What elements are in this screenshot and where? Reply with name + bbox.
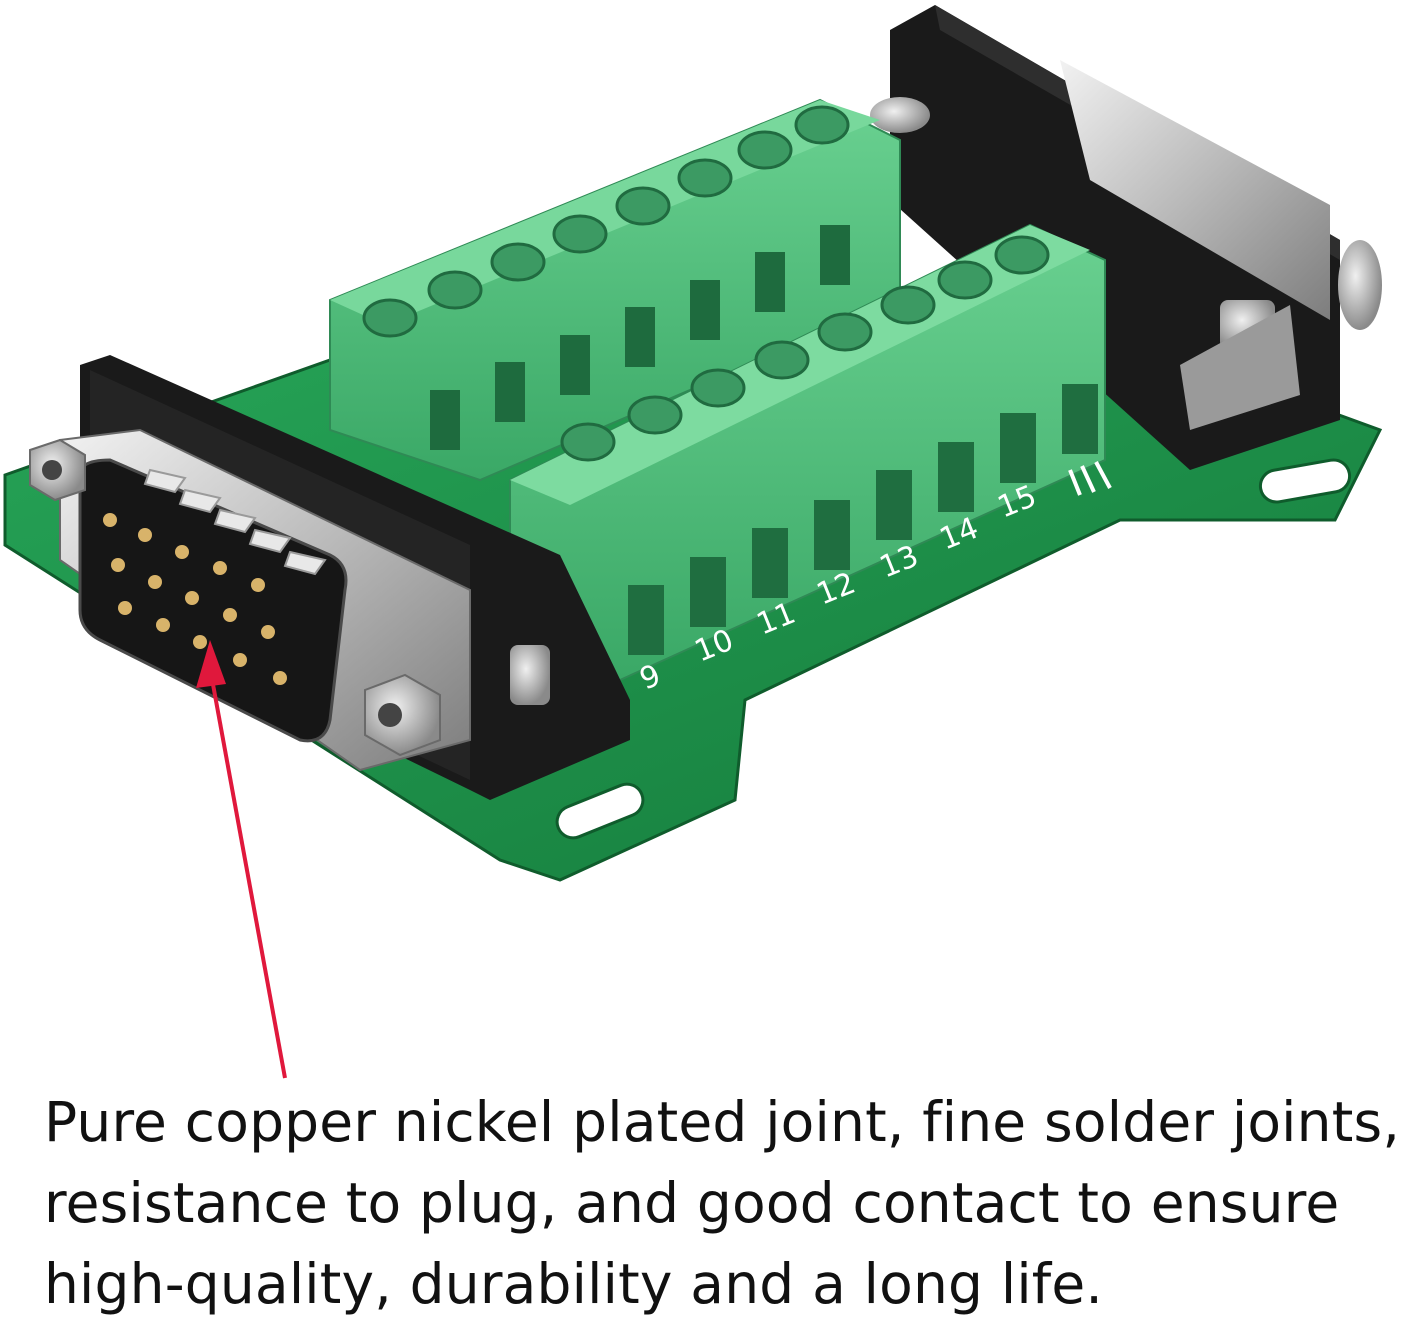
- female-db15-connector: [870, 5, 1382, 470]
- mounting-slot: [555, 782, 645, 840]
- caption-text: Pure copper nickel plated joint, fine so…: [44, 1082, 1414, 1325]
- caption-line-3: high-quality, durability and a long life…: [44, 1252, 1104, 1316]
- terminal-block-front-row: [509, 223, 1106, 681]
- gold-pins: [103, 513, 287, 685]
- ground-symbol: [1068, 461, 1112, 496]
- male-db15-connector: [29, 355, 630, 800]
- terminal-block-back-row: [329, 98, 901, 482]
- caption-line-1: Pure copper nickel plated joint, fine so…: [44, 1090, 1401, 1154]
- mounting-slot: [1258, 458, 1352, 504]
- db15-terminal-adapter-photo: 9 10 11 12 13 14 15: [3, 5, 1383, 1079]
- caption-line-2: resistance to plug, and good contact to …: [44, 1171, 1340, 1235]
- annotation-arrow: [196, 640, 287, 1079]
